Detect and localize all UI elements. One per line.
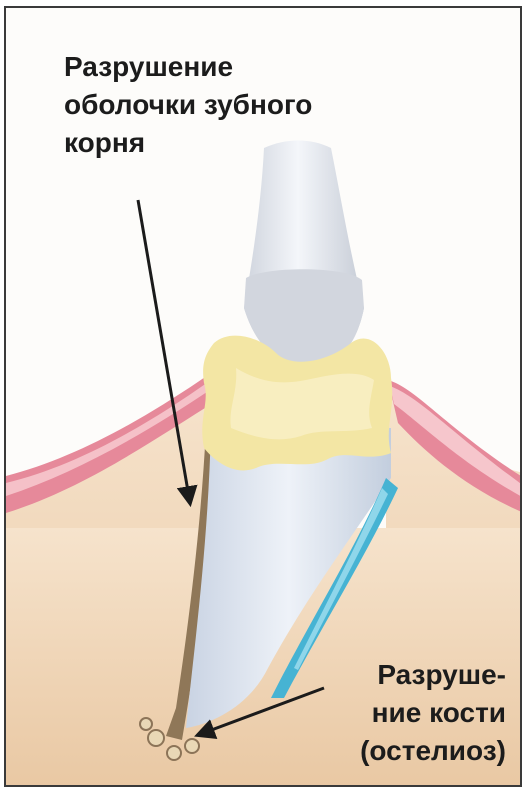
label-bone-line: (остелиоз) — [360, 732, 506, 770]
bone-fragment — [140, 718, 152, 730]
bone-fragment — [148, 730, 164, 746]
bone-fragment — [167, 746, 181, 760]
illustration-frame: Разрушение оболочки зубного корня Разруш… — [4, 6, 522, 787]
label-root-line: Разрушение — [64, 48, 312, 86]
label-root-line: корня — [64, 124, 312, 162]
label-bone-damage: Разруше- ние кости (остелиоз) — [360, 656, 506, 770]
label-root-line: оболочки зубного — [64, 86, 312, 124]
label-root-damage: Разрушение оболочки зубного корня — [64, 48, 312, 162]
label-bone-line: ние кости — [360, 694, 506, 732]
bone-fragment — [185, 739, 199, 753]
label-bone-line: Разруше- — [360, 656, 506, 694]
